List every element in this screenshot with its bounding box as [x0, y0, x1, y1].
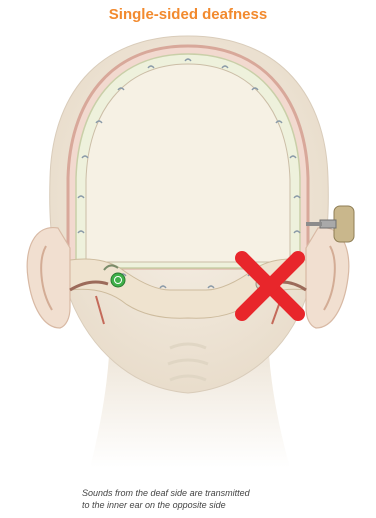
head-illustration — [0, 28, 376, 468]
caption-line-1: Sounds from the deaf side are transmitte… — [82, 487, 342, 499]
figure-title: Single-sided deafness — [0, 6, 376, 23]
skull-inner — [86, 64, 290, 262]
caption-line-2: to the inner ear on the opposite side — [82, 499, 342, 511]
right-ear — [306, 228, 349, 328]
figure-caption: Sounds from the deaf side are transmitte… — [82, 487, 342, 511]
left-ear — [27, 228, 70, 328]
